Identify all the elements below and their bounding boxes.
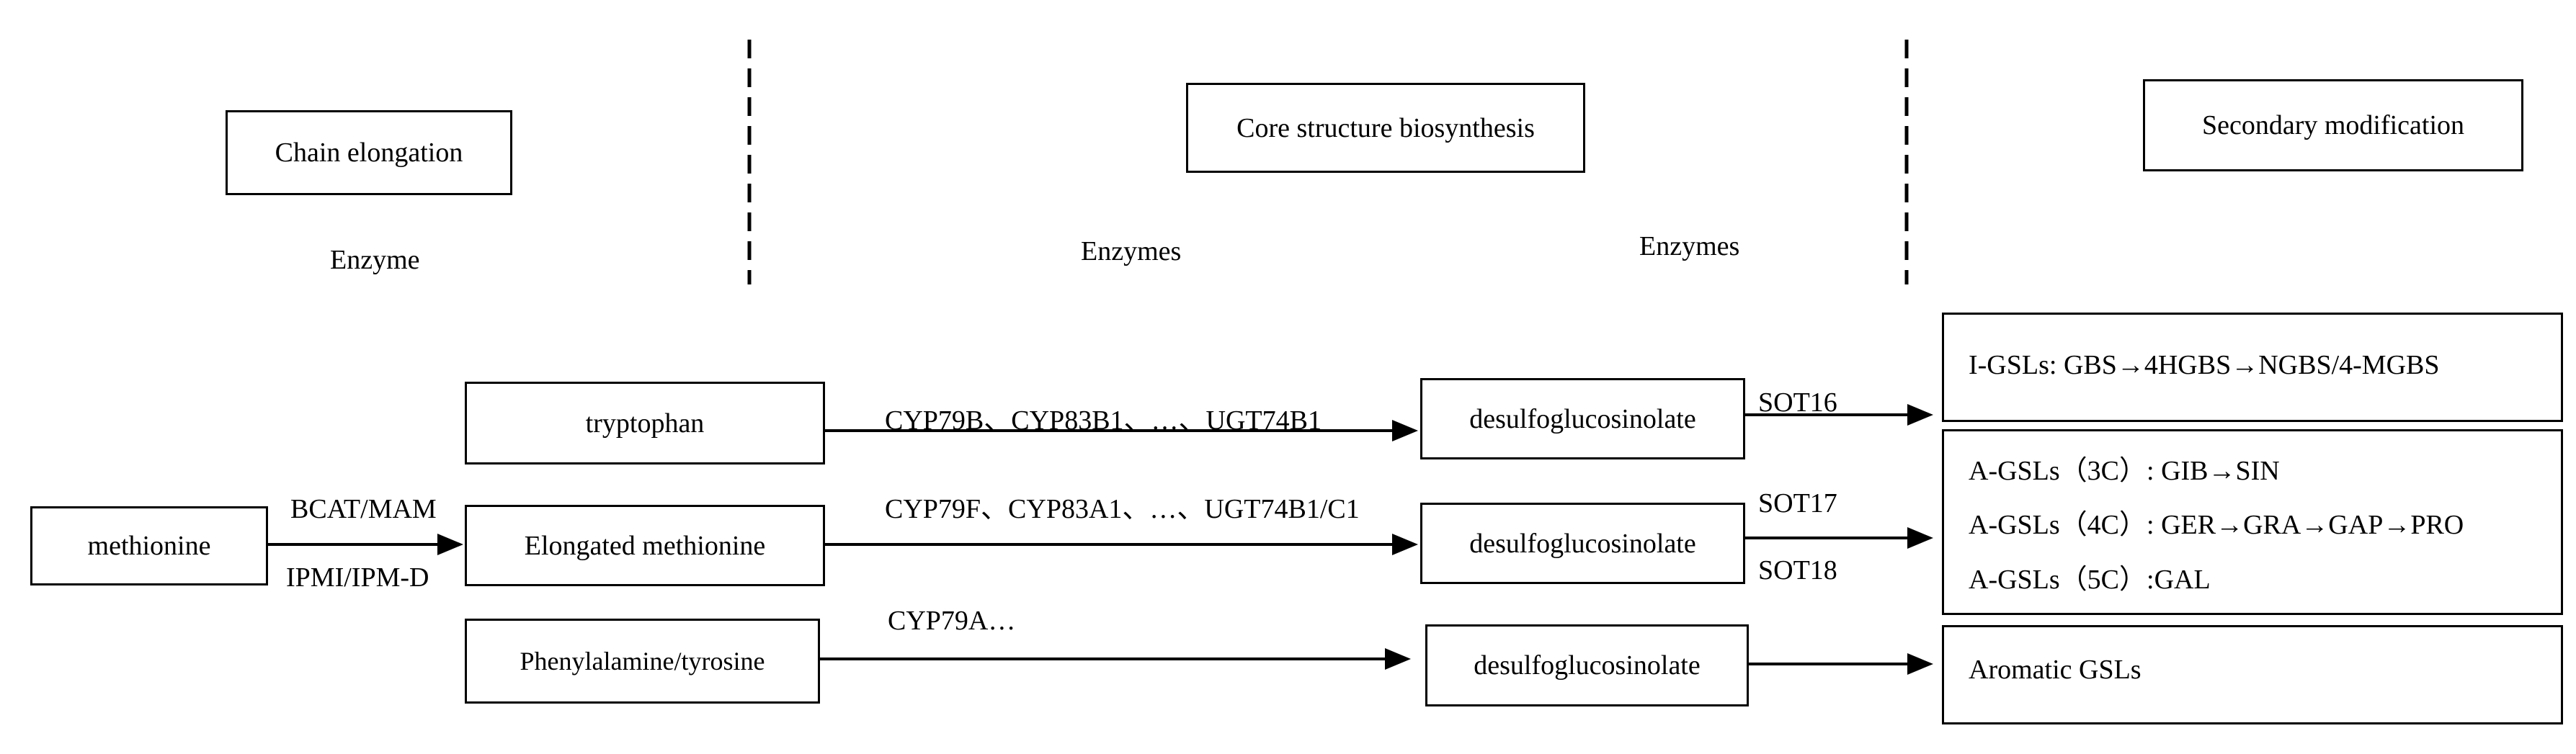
arrow-elongated-desulfo-head [1392, 534, 1418, 555]
section-chain-elongation-label: Chain elongation [275, 138, 463, 168]
desulfoglucosinolate-1: desulfoglucosinolate [1420, 378, 1745, 459]
section-core-structure: Core structure biosynthesis [1186, 83, 1585, 173]
desulfoglucosinolate-3: desulfoglucosinolate [1425, 624, 1749, 706]
section-chain-elongation: Chain elongation [226, 110, 512, 195]
product-agsl-box: A-GSLs（3C）: GIB→SIN A-GSLs（4C）: GER→GRA→… [1942, 429, 2563, 615]
label-sot17: SOT17 [1758, 488, 1837, 519]
label-ipmi-ipmd: IPMI/IPM-D [286, 562, 429, 593]
product-igsl: I-GSLs: GBS→4HGBS→NGBS/4-MGBS [1969, 350, 2440, 380]
enzyme-header-chain: Enzyme [330, 245, 420, 275]
section-secondary-modification: Secondary modification [2143, 79, 2523, 171]
label-sot16: SOT16 [1758, 387, 1837, 418]
substrate-elongated-methionine-label: Elongated methionine [524, 530, 766, 561]
substrate-phenylalamine-tyrosine-label: Phenylalamine/tyrosine [520, 647, 765, 676]
label-sot18: SOT18 [1758, 555, 1837, 585]
arrow-desulfo-igsl-head [1907, 404, 1933, 426]
substrate-tryptophan: tryptophan [465, 382, 825, 464]
substrate-phenylalamine-tyrosine: Phenylalamine/tyrosine [465, 619, 820, 704]
enzyme-header-core: Enzymes [1081, 236, 1182, 266]
product-aromatic-box: Aromatic GSLs [1942, 625, 2563, 724]
label-row3-enzymes: CYP79A… [888, 606, 1016, 636]
label-bcat-mam: BCAT/MAM [290, 494, 437, 524]
section-core-structure-label: Core structure biosynthesis [1236, 112, 1535, 143]
product-aromatic: Aromatic GSLs [1969, 655, 2142, 685]
section-secondary-modification-label: Secondary modification [2201, 110, 2465, 140]
product-agsl-4c: A-GSLs（4C）: GER→GRA→GAP→PRO [1969, 510, 2464, 540]
product-agsl-3c: A-GSLs（3C）: GIB→SIN [1969, 456, 2280, 486]
arrow-desulfo-aromatic-head [1907, 653, 1933, 675]
enzyme-header-modification: Enzymes [1639, 231, 1740, 261]
substrate-methionine-label: methionine [87, 531, 211, 561]
substrate-elongated-methionine: Elongated methionine [465, 505, 825, 586]
desulfoglucosinolate-3-label: desulfoglucosinolate [1474, 650, 1701, 681]
arrow-methionine-elongated-head [437, 534, 463, 555]
label-row1-enzymes: CYP79B、CYP83B1、…、UGT74B1 [885, 405, 1322, 436]
arrow-phenyl-desulfo-head [1385, 648, 1411, 670]
substrate-methionine: methionine [30, 506, 268, 585]
desulfoglucosinolate-2-label: desulfoglucosinolate [1469, 528, 1696, 559]
product-igsl-box: I-GSLs: GBS→4HGBS→NGBS/4-MGBS [1942, 313, 2563, 422]
arrow-desulfo-agsl-head [1907, 527, 1933, 549]
substrate-tryptophan-label: tryptophan [585, 408, 705, 439]
desulfoglucosinolate-2: desulfoglucosinolate [1420, 503, 1745, 584]
product-agsl-5c: A-GSLs（5C）:GAL [1969, 565, 2211, 595]
arrow-tryptophan-desulfo-head [1392, 420, 1418, 441]
label-row2-enzymes: CYP79F、CYP83A1、…、UGT74B1/C1 [885, 494, 1360, 524]
desulfoglucosinolate-1-label: desulfoglucosinolate [1469, 403, 1696, 434]
